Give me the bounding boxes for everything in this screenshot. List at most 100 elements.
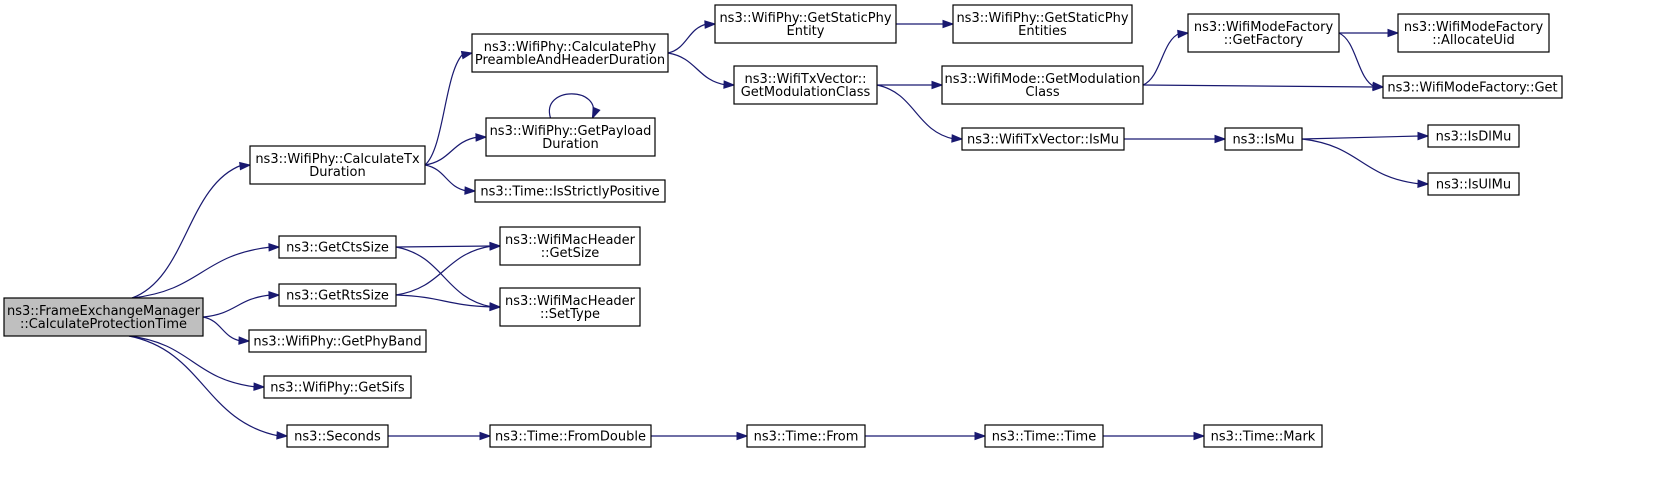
node-time-mark[interactable]: ns3::Time::Mark [1203, 424, 1323, 448]
edge-calc-pre-to-tx-get-mod [667, 52, 736, 89]
edge-root-to-calc-tx [131, 161, 252, 299]
node-label: ns3::Time::IsStrictlyPositive [480, 185, 659, 200]
node-mac-set-type[interactable]: ns3::WifiMacHeader::SetType [499, 287, 641, 327]
edge-factory-get-factory-to-factory-get [1338, 32, 1385, 91]
node-get-phy-band[interactable]: ns3::WifiPhy::GetPhyBand [248, 329, 427, 353]
node-factory-get[interactable]: ns3::WifiModeFactory::Get [1382, 75, 1563, 99]
edge-arrowhead [931, 80, 944, 90]
node-label: ns3::WifiPhy::CalculateTx [255, 152, 420, 167]
node-label: ns3::FrameExchangeManager [7, 304, 201, 319]
node-root[interactable]: ns3::FrameExchangeManager::CalculateProt… [3, 297, 204, 337]
node-label: ns3::WifiMacHeader [505, 233, 636, 248]
edge-arrowhead [253, 382, 266, 391]
edge-arrowhead [704, 20, 717, 29]
node-label: ns3::IsUlMu [1436, 178, 1511, 193]
edge-arrowhead [276, 431, 289, 440]
node-box [3, 297, 204, 337]
node-label: ::SetType [540, 307, 600, 322]
node-label: GetModulationClass [741, 85, 871, 100]
node-label: Entities [1018, 24, 1067, 39]
edge-root-to-get-rts [202, 290, 281, 318]
node-calc-pre[interactable]: ns3::WifiPhy::CalculatePhyPreambleAndHea… [471, 33, 669, 73]
edge-is-mu-to-is-ul-mu [1301, 138, 1430, 188]
node-label: ns3::WifiPhy::GetStaticPhy [719, 11, 891, 26]
edge-arrowhead [239, 161, 252, 171]
node-box [471, 33, 669, 73]
edge-arrowhead [1387, 28, 1400, 38]
node-alloc-uid[interactable]: ns3::WifiModeFactory::AllocateUid [1397, 13, 1550, 53]
edge-line [424, 164, 468, 192]
node-factory-get-factory[interactable]: ns3::WifiModeFactory::GetFactory [1187, 13, 1340, 53]
node-label: ::AllocateUid [1432, 33, 1514, 48]
node-time-time[interactable]: ns3::Time::Time [984, 424, 1104, 448]
node-get-cts[interactable]: ns3::GetCtsSize [278, 235, 397, 259]
edge-arrowhead [489, 242, 502, 251]
edge-get-cts-to-mac-get-size [395, 241, 502, 251]
edge-line [131, 246, 272, 299]
edge-arrowhead [238, 336, 251, 345]
edge-mode-get-mod-to-factory-get-factory [1142, 29, 1190, 86]
node-mac-get-size[interactable]: ns3::WifiMacHeader::GetSize [499, 226, 641, 266]
node-label: PreambleAndHeaderDuration [475, 53, 665, 68]
node-label: ns3::WifiTxVector::IsMu [967, 133, 1119, 148]
node-is-strict[interactable]: ns3::Time::IsStrictlyPositive [474, 179, 666, 203]
edge-arrowhead [1193, 431, 1206, 441]
edge-arrowhead [464, 186, 477, 195]
node-label: ns3::IsMu [1232, 133, 1294, 148]
edge-line [395, 294, 493, 308]
edge-from-double-to-time-from [651, 431, 749, 441]
edge-get-rts-to-mac-get-size [395, 242, 502, 296]
node-is-ul-mu[interactable]: ns3::IsUlMu [1427, 172, 1520, 196]
node-is-dl-mu[interactable]: ns3::IsDlMu [1427, 124, 1520, 148]
node-label: ns3::WifiPhy::CalculatePhy [484, 40, 657, 55]
node-label: ns3::Time::Mark [1211, 430, 1316, 445]
node-label: ::GetSize [541, 246, 600, 261]
edge-arrowhead [475, 133, 488, 142]
node-is-mu[interactable]: ns3::IsMu [1224, 127, 1303, 151]
edge-line [131, 164, 243, 299]
node-box [952, 4, 1133, 44]
node-label: ns3::WifiModeFactory [1194, 20, 1334, 35]
node-mode-get-mod[interactable]: ns3::WifiMode::GetModulationClass [941, 65, 1144, 105]
node-label: ns3::GetRtsSize [286, 289, 389, 304]
node-label: ::GetFactory [1224, 33, 1304, 48]
edge-line [1301, 135, 1421, 140]
edge-tx-get-mod-to-mode-get-mod [877, 80, 944, 90]
node-seconds[interactable]: ns3::Seconds [286, 424, 389, 448]
node-tx-is-mu[interactable]: ns3::WifiTxVector::IsMu [961, 127, 1125, 151]
edge-line [1142, 32, 1181, 86]
node-get-sifs[interactable]: ns3::WifiPhy::GetSifs [263, 375, 412, 399]
node-tx-get-mod[interactable]: ns3::WifiTxVector::GetModulationClass [733, 65, 878, 105]
node-box [485, 117, 656, 157]
node-box [474, 179, 666, 203]
node-box [499, 226, 641, 266]
node-from-double[interactable]: ns3::Time::FromDouble [489, 424, 652, 448]
node-time-from[interactable]: ns3::Time::From [746, 424, 866, 448]
edge-arrowhead [723, 80, 736, 89]
edge-tx-get-mod-to-tx-is-mu [876, 84, 964, 143]
node-label: ns3::WifiPhy::GetPhyBand [253, 335, 421, 350]
edge-line [548, 93, 595, 119]
edge-arrowhead [1417, 131, 1430, 141]
node-box [278, 283, 397, 307]
edge-line [876, 84, 955, 140]
node-label: Class [1025, 85, 1059, 100]
node-label: Duration [309, 165, 365, 180]
node-box [1382, 75, 1563, 99]
edge-arrowhead [268, 290, 281, 300]
node-label: ns3::WifiPhy::GetStaticPhy [956, 11, 1128, 26]
node-box [1203, 424, 1323, 448]
edge-calc-tx-to-calc-pre [424, 50, 474, 166]
edge-arrowhead [591, 106, 601, 120]
edge-arrowhead [951, 134, 964, 143]
edge-arrowhead [736, 431, 749, 441]
edge-get-rts-to-mac-set-type [395, 294, 502, 312]
edge-line [1338, 32, 1376, 88]
node-get-rts[interactable]: ns3::GetRtsSize [278, 283, 397, 307]
edge-line [128, 335, 280, 437]
edge-line [424, 52, 465, 166]
